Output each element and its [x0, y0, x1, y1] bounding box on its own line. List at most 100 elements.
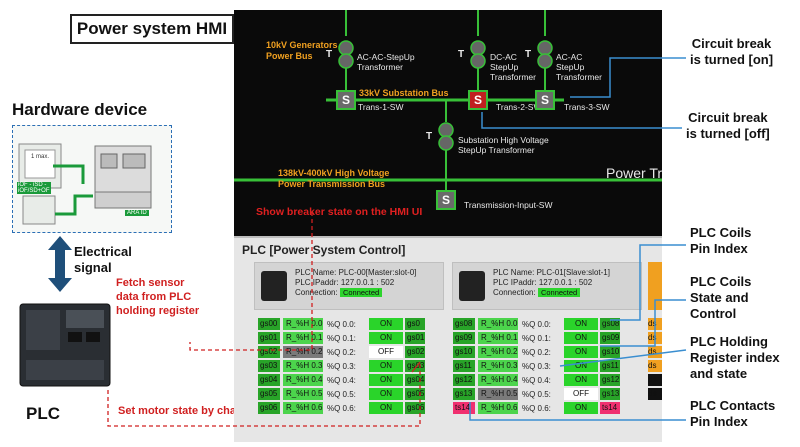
coil-state-button[interactable]: ON: [564, 332, 598, 344]
trans-1-switch[interactable]: S: [336, 90, 356, 110]
coil-pin-index: gs02: [405, 346, 425, 358]
coil-state-button[interactable]: ON: [564, 374, 598, 386]
coil-state-button[interactable]: OFF: [369, 346, 403, 358]
t-marker-sub: T: [426, 131, 433, 142]
breaker-state-note: Show breaker state on the HMI UI: [256, 206, 423, 218]
holding-register-cell: R_%H 0.1: [283, 332, 323, 344]
coil-pin-index: ts14: [600, 402, 620, 414]
contact-pin-index: gs02: [258, 346, 280, 358]
coil-label: %Q 0.1:: [522, 333, 551, 343]
trans-2-switch[interactable]: S: [468, 90, 488, 110]
holding-register-cell: R_%H 0.2: [478, 346, 518, 358]
coil-pin-index: gs06: [405, 402, 425, 414]
coil-state-button[interactable]: ON: [369, 402, 403, 414]
power-transmission-text: Power Tr: [606, 165, 662, 181]
bidirectional-arrow: [48, 236, 72, 292]
coil-label: %Q 0.0:: [327, 319, 356, 329]
coil-state-button[interactable]: ON: [369, 318, 403, 330]
coil-pin-index: gs08: [600, 318, 620, 330]
coil-pin-index: gs11: [600, 360, 620, 372]
connection-badge: Connected: [537, 288, 581, 297]
plc-card-master: PLC Name: PLC-00[Master:slot-0] PLC IPad…: [254, 262, 444, 310]
plc-device-illustration: [19, 303, 111, 387]
transmission-input-switch[interactable]: S: [436, 190, 456, 210]
coil-pin-index: gs12: [600, 374, 620, 386]
coil-label: %Q 0.2:: [522, 347, 551, 357]
coil-label: %Q 0.3:: [327, 361, 356, 371]
partial-pin-index: ds: [648, 388, 662, 400]
coil-state-button[interactable]: ON: [564, 318, 598, 330]
coil-state-button[interactable]: ON: [564, 346, 598, 358]
holding-register-cell: R_%H 0.3: [478, 360, 518, 372]
coil-label: %Q 0.6:: [327, 403, 356, 413]
plc-control-panel: PLC [Power System Control] PLC Name: PLC…: [234, 236, 662, 442]
t-marker-1: T: [326, 49, 333, 60]
partial-pin-index: ds: [648, 374, 662, 386]
contact-pin-index: gs08: [453, 318, 475, 330]
coil-state-button[interactable]: ON: [369, 374, 403, 386]
holding-register-cell: R_%H 0.1: [478, 332, 518, 344]
hardware-title: Hardware device: [12, 100, 148, 119]
contact-pin-index: gs12: [453, 374, 475, 386]
partial-pin-index: ds: [648, 360, 662, 372]
contact-pin-index: gs13: [453, 388, 475, 400]
contact-pin-index: gs00: [258, 318, 280, 330]
coil-label: %Q 0.4:: [522, 375, 551, 385]
device-label-iof: iOF - iSD -iOF/SD+OF: [17, 182, 51, 194]
coil-state-button[interactable]: ON: [369, 360, 403, 372]
transmission-sw-label: Transmission-Input-SW: [464, 200, 553, 210]
coil-pin-index: gs13: [600, 388, 620, 400]
circuit-breaker-illustration: [18, 143, 152, 225]
plc-panel-title: PLC [Power System Control]: [242, 243, 406, 257]
t-marker-3: T: [525, 49, 532, 60]
contact-pin-index: gs04: [258, 374, 280, 386]
plc-card-info: PLC Name: PLC-01[Slave:slot-1] PLC IPadd…: [493, 268, 610, 297]
contact-pin-index: gs03: [258, 360, 280, 372]
connection-badge: Connected: [339, 288, 383, 297]
holding-register-cell: R_%H 0.6: [478, 402, 518, 414]
coil-state-button[interactable]: ON: [369, 388, 403, 400]
holding-register-cell: R_%H 0.5: [283, 388, 323, 400]
hardware-device-box: 1 max. iOF - iSD -iOF/SD+OF ARA ID: [12, 125, 172, 233]
contact-pin-index: gs11: [453, 360, 475, 372]
hmi-lines-svg: [234, 10, 662, 192]
connector-contacts-pin: [469, 402, 686, 421]
coil-state-button[interactable]: ON: [369, 332, 403, 344]
coil-pin-index: gs04: [405, 374, 425, 386]
connector-coils-state: [600, 299, 686, 347]
coil-state-button[interactable]: OFF: [564, 388, 598, 400]
plc-card-info: PLC Name: PLC-00[Master:slot-0] PLC IPad…: [295, 268, 417, 297]
coil-label: %Q 0.6:: [522, 403, 551, 413]
holding-register-cell: R_%H 0.0: [283, 318, 323, 330]
contact-pin-index: gs10: [453, 346, 475, 358]
coil-pin-index: gs0: [405, 318, 425, 330]
holding-register-cell: R_%H 0.5: [478, 388, 518, 400]
trans-3-switch[interactable]: S: [535, 90, 555, 110]
holding-register-cell: R_%H 0.2: [283, 346, 323, 358]
coil-label: %Q 0.2:: [327, 347, 356, 357]
coil-label: %Q 0.4:: [327, 375, 356, 385]
coil-pin-index: gs09: [600, 332, 620, 344]
coil-state-button[interactable]: ON: [564, 402, 598, 414]
coil-label: %Q 0.5:: [327, 389, 356, 399]
holding-register-cell: R_%H 0.4: [478, 374, 518, 386]
